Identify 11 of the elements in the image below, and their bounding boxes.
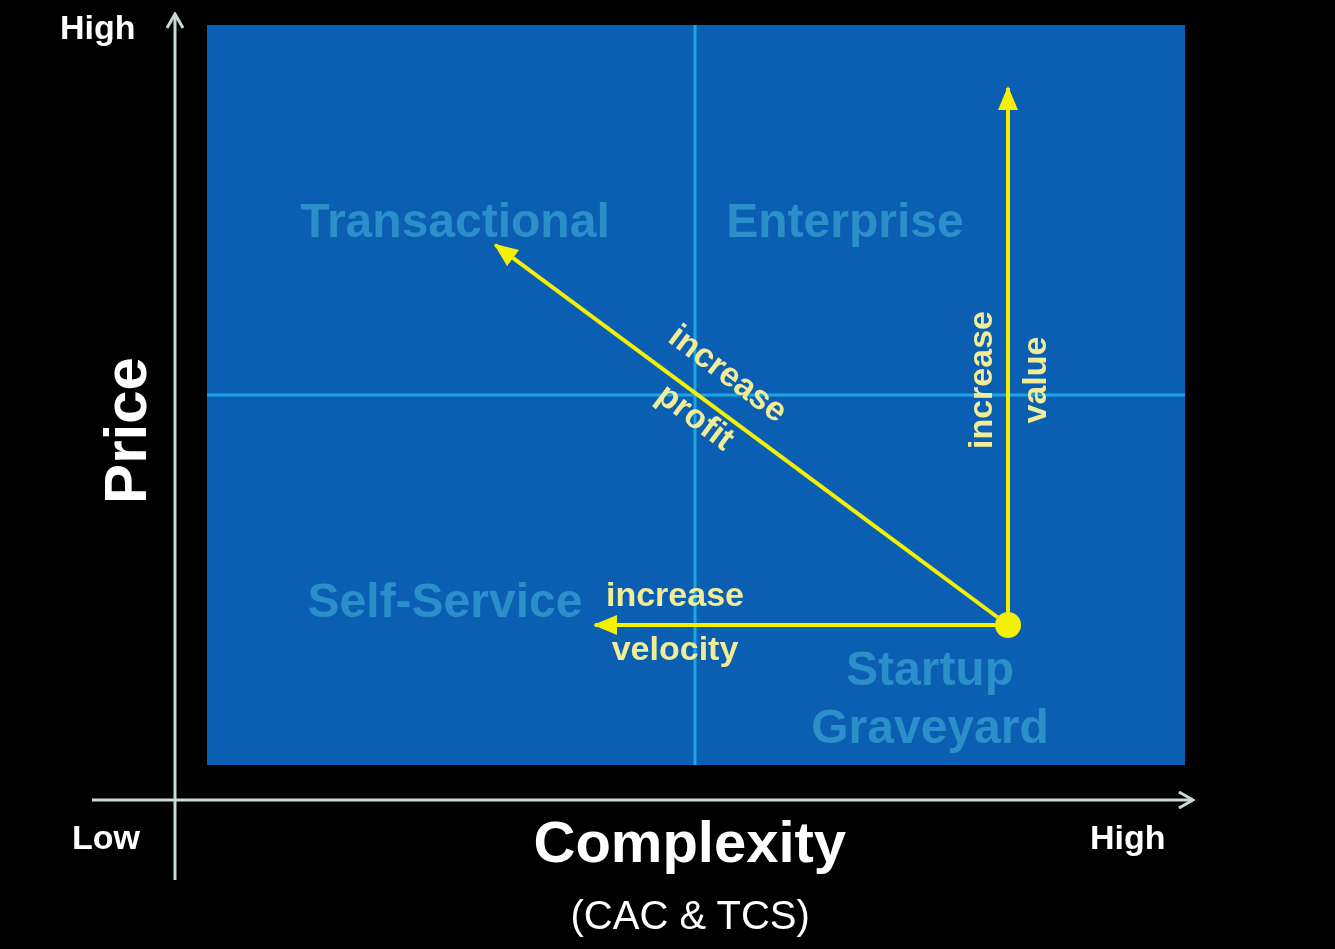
edge-label: increase velocity bbox=[605, 574, 745, 670]
edge-label: increase value bbox=[960, 310, 1055, 451]
axis-title: Complexity bbox=[533, 808, 847, 875]
axis-end-label: Low bbox=[72, 818, 140, 857]
axis-subtitle: (CAC & TCS) bbox=[570, 893, 810, 938]
arrow bbox=[593, 615, 995, 635]
axis-end-label: High bbox=[1090, 818, 1166, 857]
axis-end-label: High bbox=[60, 8, 136, 47]
arrow bbox=[998, 86, 1018, 612]
axis-title: Price bbox=[90, 356, 160, 504]
arrow bbox=[493, 243, 999, 619]
